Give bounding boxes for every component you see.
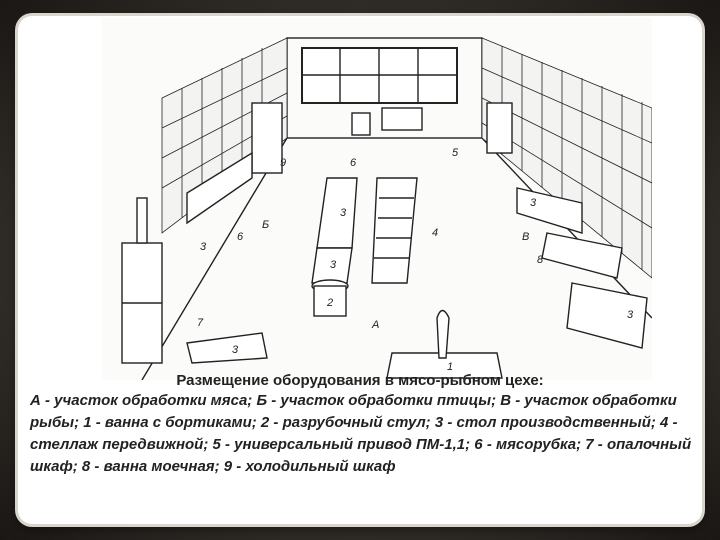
- label-5: 5: [452, 147, 459, 159]
- caption-title: Размещение оборудования в мясо-рыбном це…: [176, 372, 544, 389]
- center-table-front: [311, 247, 353, 284]
- label-A: А: [371, 319, 379, 331]
- label-B: Б: [262, 219, 269, 231]
- center-table-back: [316, 177, 358, 249]
- caption-legend: А - участок обработки мяса; Б - участок …: [30, 392, 692, 475]
- table-front-left: [186, 332, 268, 364]
- label-3a: 3: [200, 241, 207, 253]
- left-bench: [186, 151, 253, 225]
- mincer: [351, 112, 371, 136]
- right-bench-1: [516, 187, 583, 234]
- slide-frame: 9 6 5 Б 6 3 3 3 4 3 8 В 3 7 3 2 А 1 Разм…: [18, 16, 702, 524]
- workshop-layout-drawing: 9 6 5 Б 6 3 3 3 4 3 8 В 3 7 3 2 А 1: [102, 18, 652, 380]
- bath-with-rims: [386, 352, 503, 379]
- chopping-block: [313, 285, 347, 317]
- left-floor-edge: [141, 137, 288, 380]
- label-3b: 3: [340, 207, 347, 219]
- label-2: 2: [326, 297, 333, 309]
- label-3c: 3: [330, 259, 337, 271]
- rolling-rack: [371, 177, 418, 284]
- universal-drive: [381, 107, 423, 131]
- washing-bath: [541, 232, 623, 279]
- label-3f: 3: [232, 344, 239, 356]
- right-table: [566, 282, 648, 349]
- label-4: 4: [432, 227, 438, 239]
- fridge-cabinet-right: [486, 102, 513, 154]
- window: [301, 47, 458, 104]
- fridge-cabinet-left: [251, 102, 283, 174]
- label-9: 9: [280, 157, 286, 169]
- label-6: 6: [350, 157, 357, 169]
- label-1: 1: [447, 361, 453, 373]
- label-6b: 6: [237, 231, 244, 243]
- label-7: 7: [197, 317, 204, 329]
- label-V: В: [522, 231, 529, 243]
- label-3d: 3: [530, 197, 537, 209]
- right-wall-tiles: [481, 37, 652, 279]
- label-3e: 3: [627, 309, 634, 321]
- label-8: 8: [537, 254, 544, 266]
